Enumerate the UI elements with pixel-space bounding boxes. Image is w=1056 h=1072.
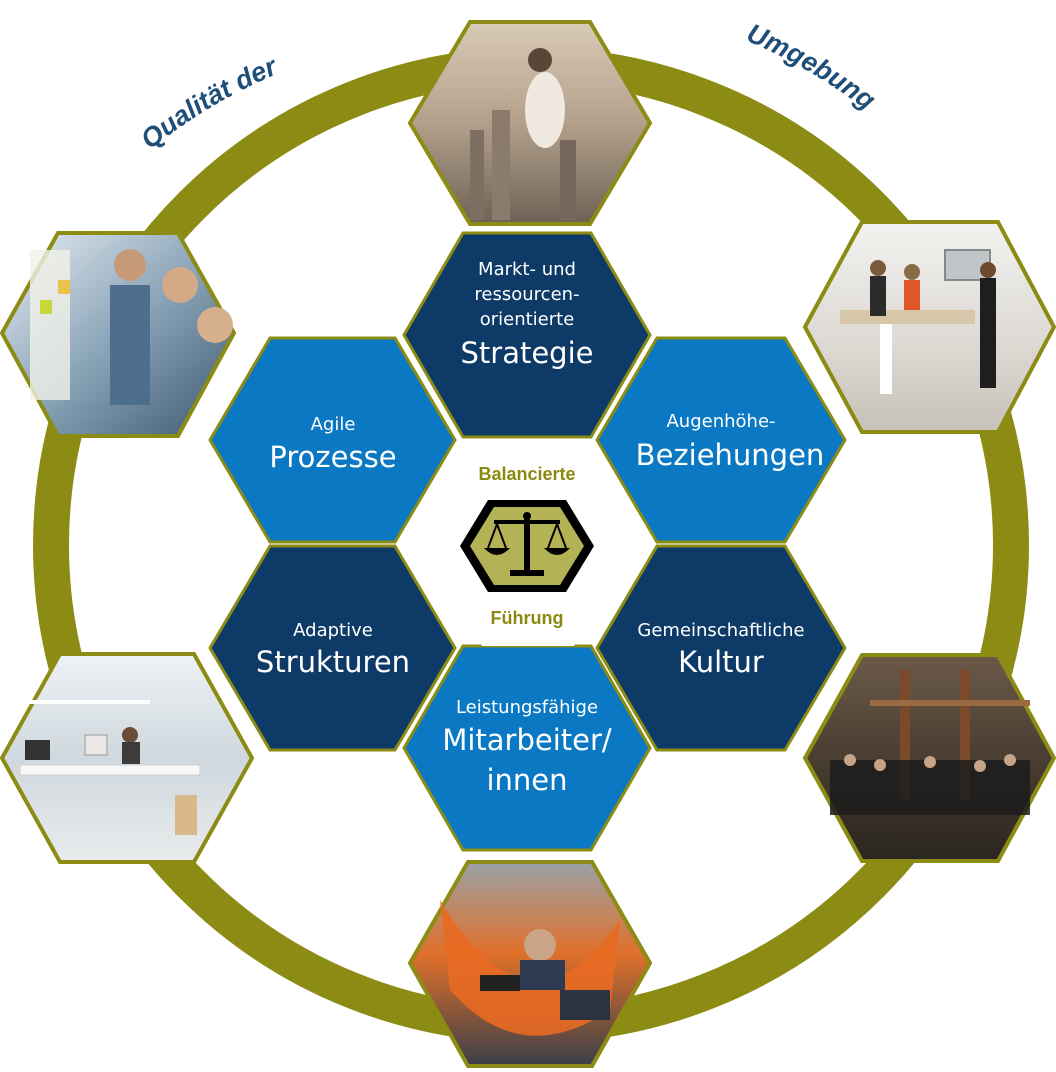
center-label-top: Balancierte (478, 464, 575, 484)
hex-kultur: Gemeinschaftliche Kultur (595, 544, 847, 752)
center-label-bottom: Führung (491, 608, 564, 628)
hex-beziehungen: Augenhöhe- Beziehungen (595, 336, 847, 544)
hex-strategie-line1: Markt- und (478, 259, 576, 280)
hex-mitarbeiter: Leistungsfähige Mitarbeiter/ innen (402, 644, 652, 852)
hex-prozesse-title: Prozesse (269, 440, 396, 474)
hex-strukturen-title: Strukturen (256, 645, 410, 679)
hex-beziehungen-subtitle: Augenhöhe- (666, 411, 775, 432)
hex-beziehungen-title: Beziehungen (636, 438, 825, 472)
hex-prozesse-subtitle: Agile (311, 414, 356, 435)
hex-strategie-title: Strategie (461, 336, 594, 370)
photo-hex-bottom-left (0, 652, 255, 864)
hex-kultur-title: Kultur (678, 645, 764, 679)
photo-hex-top (407, 20, 653, 226)
arc-label-right: Umgebung (743, 18, 882, 116)
photo-hex-top-right (802, 220, 1056, 434)
hex-strategie-line3: orientierte (480, 309, 575, 330)
hex-strategie: Markt- und ressourcen- orientierte Strat… (402, 231, 652, 439)
center-hex: Balancierte Führung (427, 440, 629, 646)
photo-hex-top-left (0, 231, 237, 438)
hex-prozesse: Agile Prozesse (208, 336, 457, 544)
hex-strategie-line2: ressourcen- (474, 284, 579, 305)
scales-icon (460, 500, 594, 592)
photo-hex-bottom (407, 860, 653, 1068)
hex-mitarbeiter-title-line2: innen (486, 763, 567, 797)
hex-kultur-subtitle: Gemeinschaftliche (637, 620, 804, 641)
hex-mitarbeiter-title-line1: Mitarbeiter/ (442, 723, 612, 757)
hex-strukturen: Adaptive Strukturen (208, 544, 457, 752)
photo-hex-bottom-right (802, 653, 1056, 863)
hex-strukturen-subtitle: Adaptive (293, 620, 373, 641)
hex-mitarbeiter-subtitle: Leistungsfähige (456, 697, 598, 718)
